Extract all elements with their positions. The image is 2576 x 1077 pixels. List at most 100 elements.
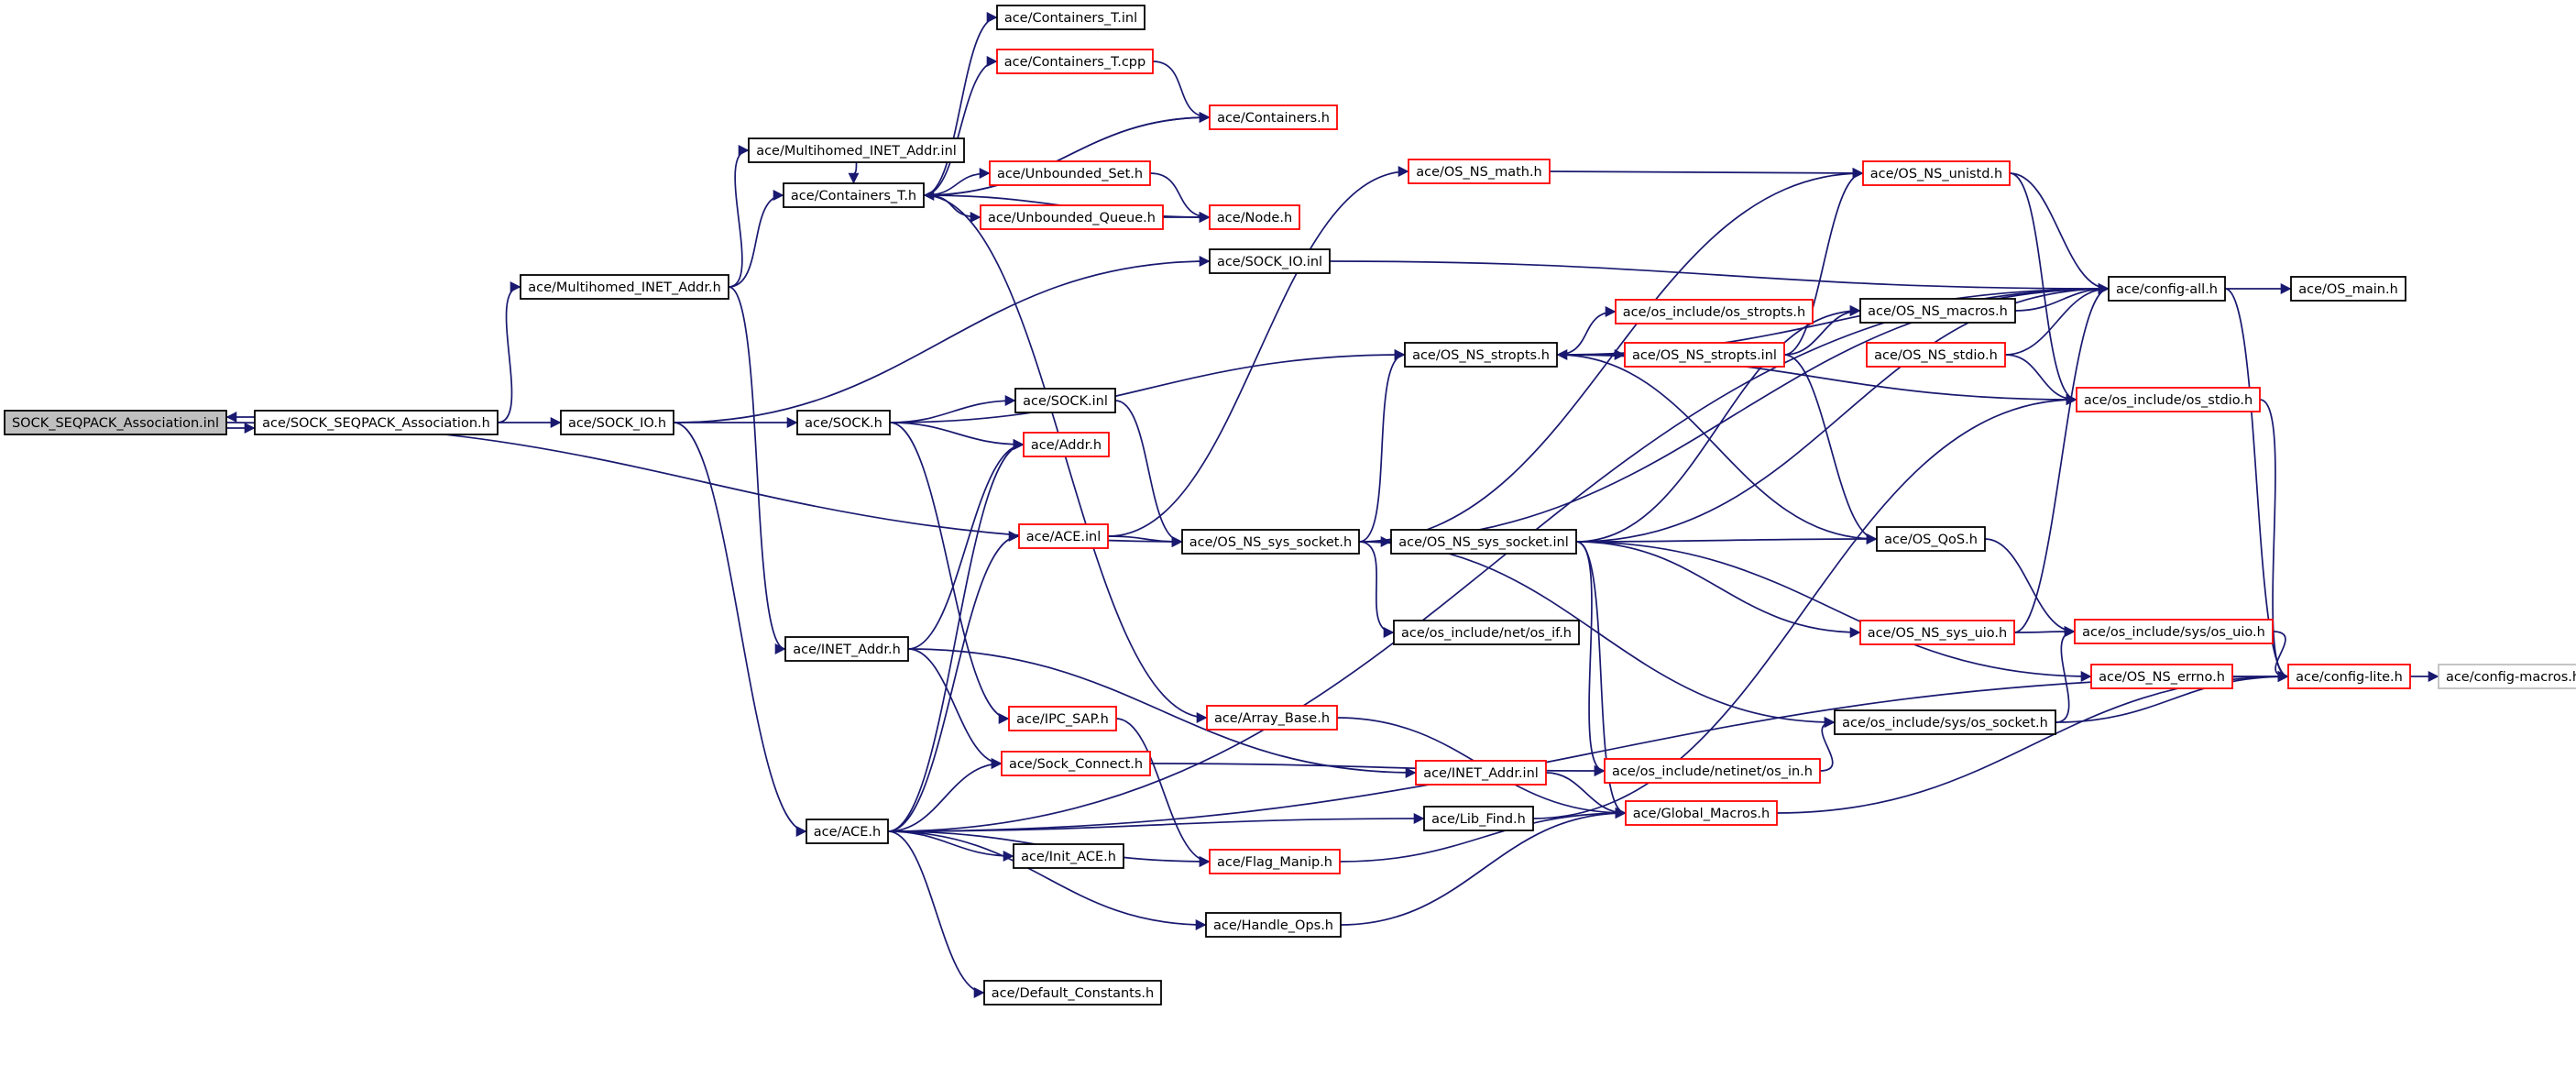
node-box xyxy=(2076,387,2261,412)
edge-global_macros-to-config_lite xyxy=(1776,671,2289,814)
node-os-ns-unistd[interactable]: ace/OS_NS_unistd.h xyxy=(1862,160,2011,186)
node-os-ns-errno[interactable]: ace/OS_NS_errno.h xyxy=(2090,664,2233,689)
node-os-inc-stropts[interactable]: ace/os_include/os_stropts.h xyxy=(1615,299,1814,324)
node-os-qos[interactable]: ace/OS_QoS.h xyxy=(1876,526,1986,552)
edge-assoc_h-to-mh_addr_h xyxy=(497,281,521,423)
edge-ace_h-to-sock_connect xyxy=(887,758,1003,832)
node-label: ace/config-all.h xyxy=(2116,282,2218,297)
node-default-constants[interactable]: ace/Default_Constants.h xyxy=(983,980,1162,1006)
node-label: ace/os_include/os_stropts.h xyxy=(1623,305,1805,320)
node-os-ns-math[interactable]: ace/OS_NS_math.h xyxy=(1408,159,1551,184)
node-root[interactable]: SOCK_SEQPACK_Association.inl xyxy=(4,410,227,435)
node-label: ace/OS_NS_sys_uio.h xyxy=(1868,626,2007,641)
node-node-h[interactable]: ace/Node.h xyxy=(1209,204,1300,230)
node-os-ns-stropts-inl[interactable]: ace/OS_NS_stropts.inl xyxy=(1624,342,1785,368)
node-assoc-h[interactable]: ace/SOCK_SEQPACK_Association.h xyxy=(254,410,499,435)
edge-inet_addr_h-to-addr_h xyxy=(907,439,1025,650)
node-config-lite[interactable]: ace/config-lite.h xyxy=(2287,664,2411,689)
edge-ace_h-to-handle_ops xyxy=(887,830,1207,930)
edge-inet_addr_h-to-sock_connect xyxy=(907,648,1003,769)
node-cont-t-cpp[interactable]: ace/Containers_T.cpp xyxy=(996,49,1154,74)
node-label: ace/os_include/os_stdio.h xyxy=(2084,393,2253,408)
edge-sock_h-to-sock_inl xyxy=(889,395,1016,423)
node-box xyxy=(1408,159,1551,184)
node-inet-addr-h[interactable]: ace/INET_Addr.h xyxy=(784,636,909,662)
node-cont-t-inl[interactable]: ace/Containers_T.inl xyxy=(996,5,1145,30)
node-label: ace/ACE.inl xyxy=(1026,530,1101,544)
edge-ace_h-to-ace_inl xyxy=(887,531,1020,832)
node-box xyxy=(996,49,1154,74)
node-label: ace/OS_QoS.h xyxy=(1884,533,1978,547)
node-mh-addr-inl[interactable]: ace/Multihomed_INET_Addr.inl xyxy=(748,137,965,163)
node-os-inc-sys-uio[interactable]: ace/os_include/sys/os_uio.h xyxy=(2074,619,2274,644)
node-label: ace/os_include/sys/os_uio.h xyxy=(2082,625,2265,640)
node-label: ace/Containers_T.inl xyxy=(1004,11,1137,26)
node-flag-manip[interactable]: ace/Flag_Manip.h xyxy=(1209,849,1341,874)
node-sock-h[interactable]: ace/SOCK.h xyxy=(796,410,891,435)
edge-cont_t_h-to-cont_t_inl xyxy=(923,12,998,196)
node-label: ace/OS_NS_stropts.h xyxy=(1412,348,1550,363)
node-cont-t-h[interactable]: ace/Containers_T.h xyxy=(783,182,925,208)
node-config-all[interactable]: ace/config-all.h xyxy=(2108,276,2226,302)
node-label: ace/Flag_Manip.h xyxy=(1217,855,1332,870)
node-label: ace/Addr.h xyxy=(1031,438,1102,453)
node-box xyxy=(2287,664,2411,689)
edge-os_qos-to-os_ns_stropts_h xyxy=(1556,349,1878,540)
node-label: SOCK_SEQPACK_Association.inl xyxy=(12,416,219,431)
edge-mh_addr_h-to-mh_addr_inl xyxy=(728,145,750,288)
edge-mh_addr_h-to-inet_addr_h xyxy=(728,286,786,654)
node-sock-connect[interactable]: ace/Sock_Connect.h xyxy=(1001,751,1151,776)
node-net-if[interactable]: ace/os_include/net/os_if.h xyxy=(1393,620,1580,645)
node-os-inc-sys-socket[interactable]: ace/os_include/sys/os_socket.h xyxy=(1834,709,2056,735)
node-os-ns-sys-socket-h[interactable]: ace/OS_NS_sys_socket.h xyxy=(1181,529,1360,555)
edge-netinet_in-to-os_inc_sys_socket xyxy=(1819,717,1836,772)
node-ace-h[interactable]: ace/ACE.h xyxy=(806,819,889,844)
node-addr-h[interactable]: ace/Addr.h xyxy=(1023,432,1110,457)
node-handle-ops[interactable]: ace/Handle_Ops.h xyxy=(1205,912,1342,938)
edge-os_ns_sys_uio-to-config_all xyxy=(2013,283,2110,633)
node-unb-set[interactable]: ace/Unbounded_Set.h xyxy=(989,160,1151,186)
node-sock-io-inl[interactable]: ace/SOCK_IO.inl xyxy=(1209,248,1331,274)
node-box xyxy=(1001,751,1151,776)
node-box xyxy=(989,160,1151,186)
edge-ace_h-to-config_lite xyxy=(887,671,2289,832)
node-lib-find[interactable]: ace/Lib_Find.h xyxy=(1423,806,1534,831)
node-os-ns-sys-socket-inl[interactable]: ace/OS_NS_sys_socket.inl xyxy=(1390,529,1577,555)
edge-mh_addr_h-to-cont_t_h xyxy=(728,190,784,288)
edge-sock_io_h-to-sock_io_inl xyxy=(673,256,1211,423)
edge-flag_manip-to-global_macros xyxy=(1339,808,1627,863)
node-mh-addr-h[interactable]: ace/Multihomed_INET_Addr.h xyxy=(520,274,729,300)
edge-os_ns_math-to-os_ns_unistd xyxy=(1549,168,1864,179)
node-inet-addr-inl[interactable]: ace/INET_Addr.inl xyxy=(1415,760,1547,786)
node-box xyxy=(1209,248,1331,274)
node-label: ace/Unbounded_Set.h xyxy=(997,167,1143,181)
node-init-ace[interactable]: ace/Init_ACE.h xyxy=(1013,843,1124,869)
node-label: ace/OS_NS_errno.h xyxy=(2099,670,2225,685)
edge-os_ns_stropts_inl-to-os_ns_macros xyxy=(1783,305,1861,356)
node-os-ns-macros[interactable]: ace/OS_NS_macros.h xyxy=(1859,298,2016,324)
node-box xyxy=(254,410,499,435)
node-box xyxy=(1866,342,2006,368)
node-netinet-in[interactable]: ace/os_include/netinet/os_in.h xyxy=(1604,758,1821,784)
node-array-base[interactable]: ace/Array_Base.h xyxy=(1206,705,1338,731)
node-os-ns-sys-uio[interactable]: ace/OS_NS_sys_uio.h xyxy=(1859,620,2015,645)
node-sock-inl[interactable]: ace/SOCK.inl xyxy=(1014,388,1116,413)
edge-os_ns_unistd-to-config_all xyxy=(2009,172,2110,294)
node-os-inc-stdio[interactable]: ace/os_include/os_stdio.h xyxy=(2076,387,2261,412)
edge-os_qos-to-os_inc_sys_uio xyxy=(1984,538,2076,637)
node-global-macros[interactable]: ace/Global_Macros.h xyxy=(1625,800,1778,826)
node-box xyxy=(783,182,925,208)
node-os-ns-stdio[interactable]: ace/OS_NS_stdio.h xyxy=(1866,342,2006,368)
node-unb-queue[interactable]: ace/Unbounded_Queue.h xyxy=(980,204,1164,230)
node-cont-h[interactable]: ace/Containers.h xyxy=(1209,104,1338,130)
node-os-ns-stropts-h[interactable]: ace/OS_NS_stropts.h xyxy=(1404,342,1558,368)
node-box xyxy=(784,636,909,662)
node-box xyxy=(2074,619,2274,644)
node-label: ace/config-lite.h xyxy=(2296,670,2403,685)
node-box xyxy=(2090,664,2233,689)
node-os-main[interactable]: ace/OS_main.h xyxy=(2290,276,2406,302)
node-sock-io-h[interactable]: ace/SOCK_IO.h xyxy=(560,410,674,435)
node-ace-inl[interactable]: ace/ACE.inl xyxy=(1018,523,1109,549)
node-box xyxy=(996,5,1145,30)
node-ipc-sap[interactable]: ace/IPC_SAP.h xyxy=(1008,706,1117,731)
